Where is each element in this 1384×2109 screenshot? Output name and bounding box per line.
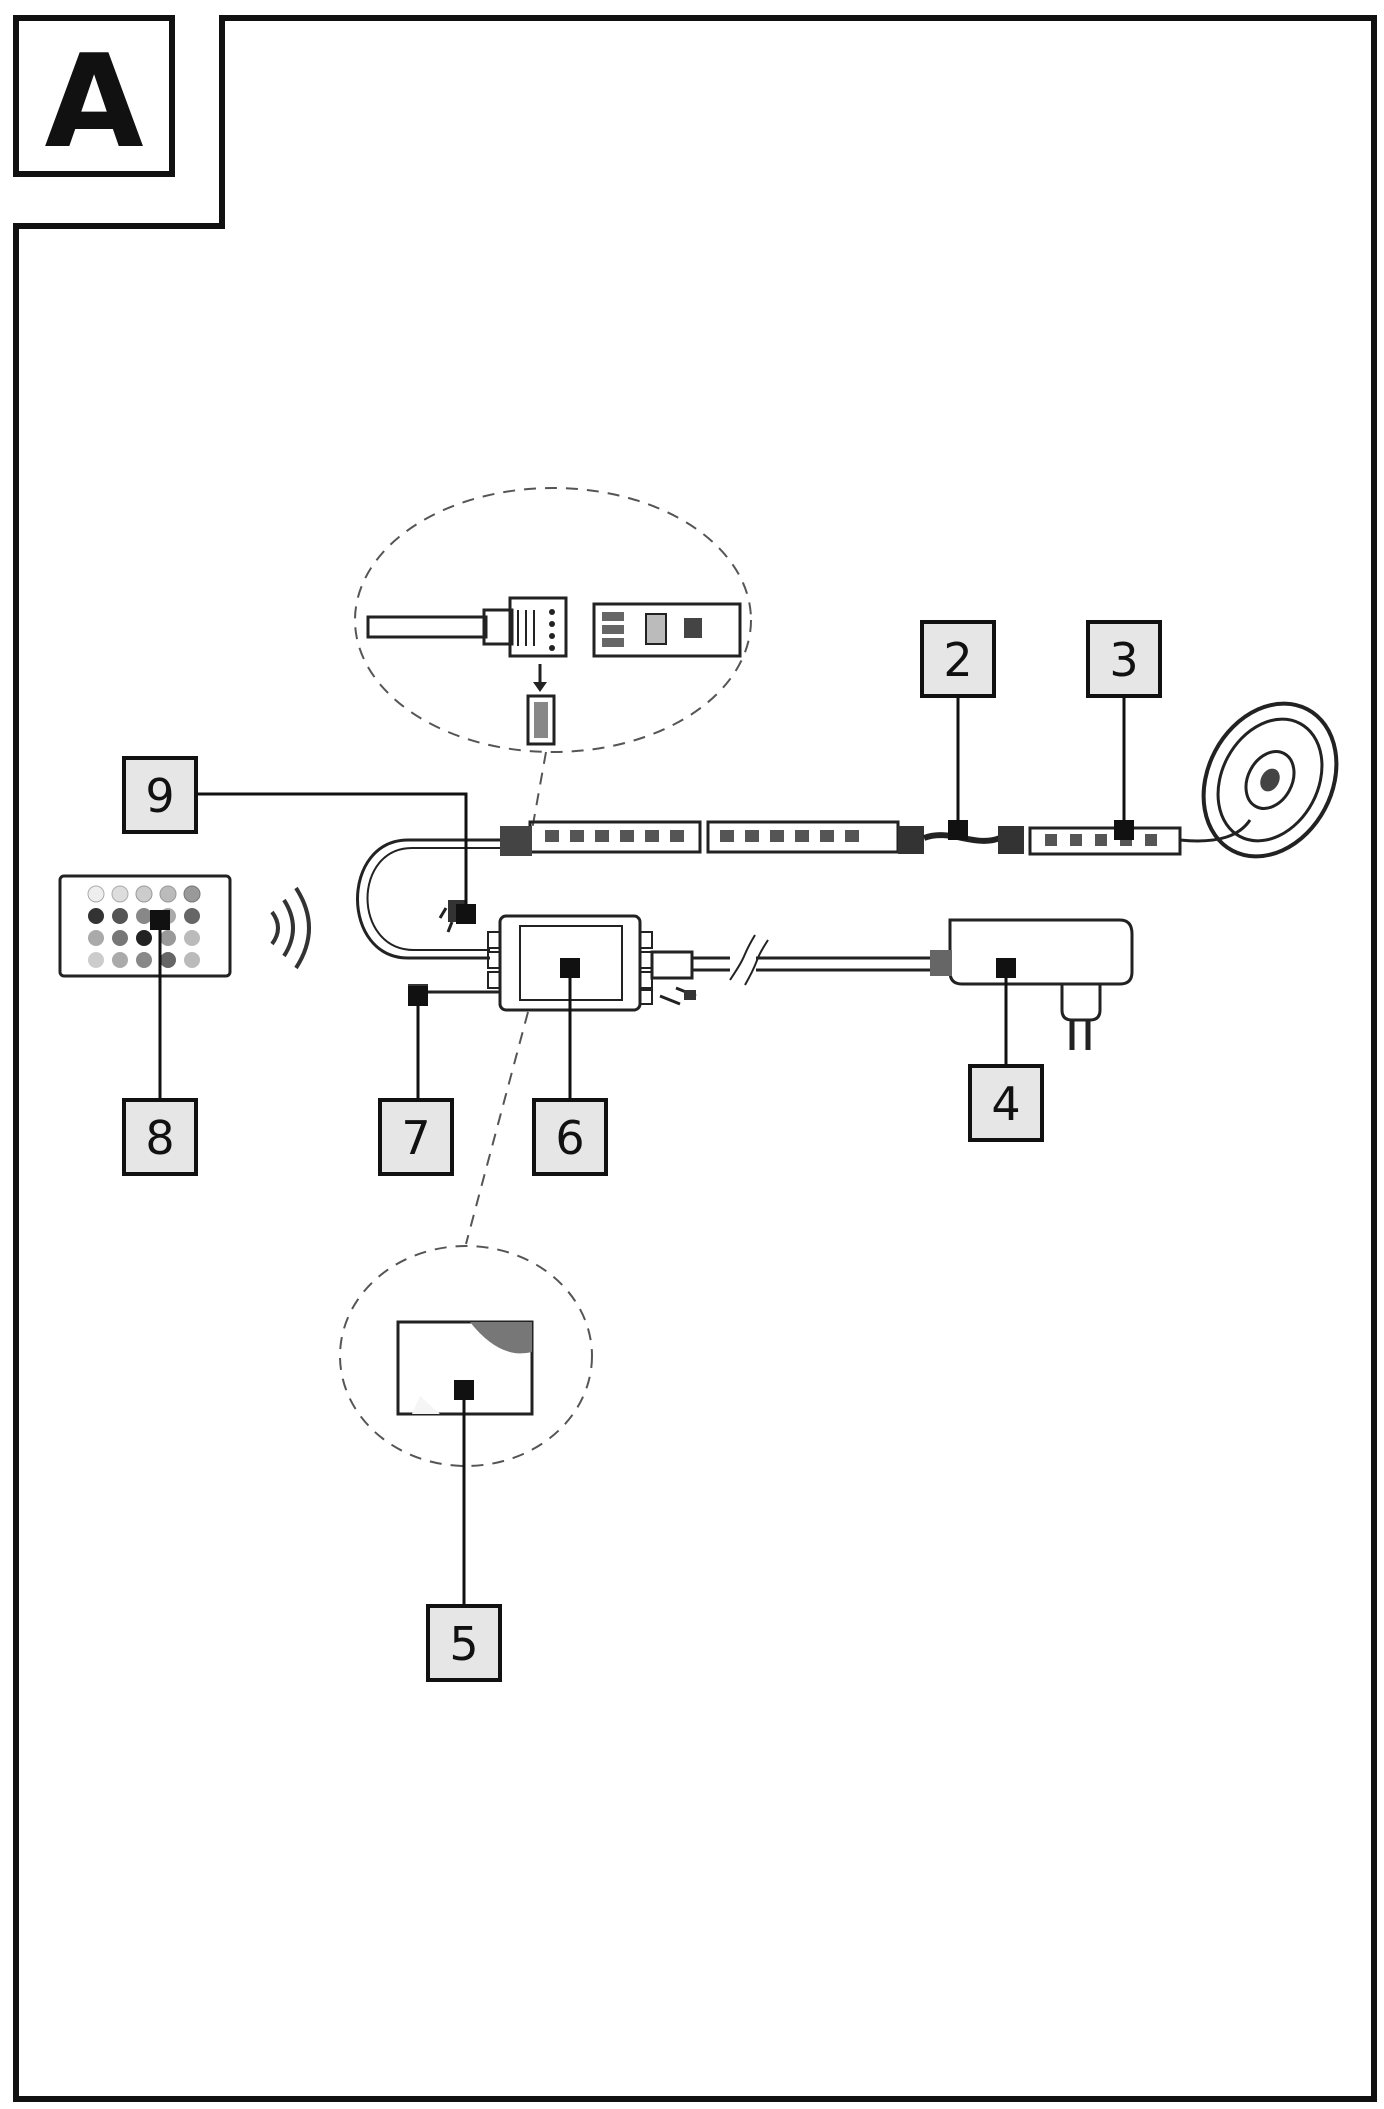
controller-box-icon [487, 914, 653, 1012]
callout-9: 9 [122, 756, 198, 834]
wireless-signal-icon [270, 886, 311, 970]
led-strip-icon [528, 819, 1252, 856]
svg-text:9: 9 [145, 769, 174, 823]
figure-frame [13, 15, 1377, 2102]
callout-4: 4 [968, 1064, 1044, 1142]
svg-text:2: 2 [943, 633, 972, 687]
panel-letter-box: A [13, 15, 175, 177]
adapter-cable [650, 934, 950, 1006]
callout-8: 8 [122, 1098, 198, 1176]
callout-6: 6 [532, 1098, 608, 1176]
callout-7: 7 [378, 1098, 454, 1176]
callout-3: 3 [1086, 620, 1162, 698]
connector-detail-icon [354, 487, 752, 753]
adhesive-pad-icon [339, 1245, 593, 1467]
svg-text:3: 3 [1109, 633, 1138, 687]
callout-5: 5 [426, 1604, 502, 1682]
panel-letter: A [44, 28, 143, 177]
strip-connector-icon [356, 826, 532, 960]
svg-text:5: 5 [449, 1617, 478, 1671]
leader-endpoints [150, 820, 1134, 1400]
leader-lines [158, 696, 1126, 1608]
svg-text:4: 4 [991, 1077, 1020, 1131]
callout-2: 2 [920, 620, 996, 698]
power-adapter-icon [930, 918, 1134, 1050]
strip-reel-icon [1201, 701, 1339, 859]
svg-text:7: 7 [401, 1111, 430, 1165]
svg-text:8: 8 [145, 1111, 174, 1165]
svg-text:6: 6 [555, 1111, 584, 1165]
remote-control-icon [58, 874, 232, 978]
